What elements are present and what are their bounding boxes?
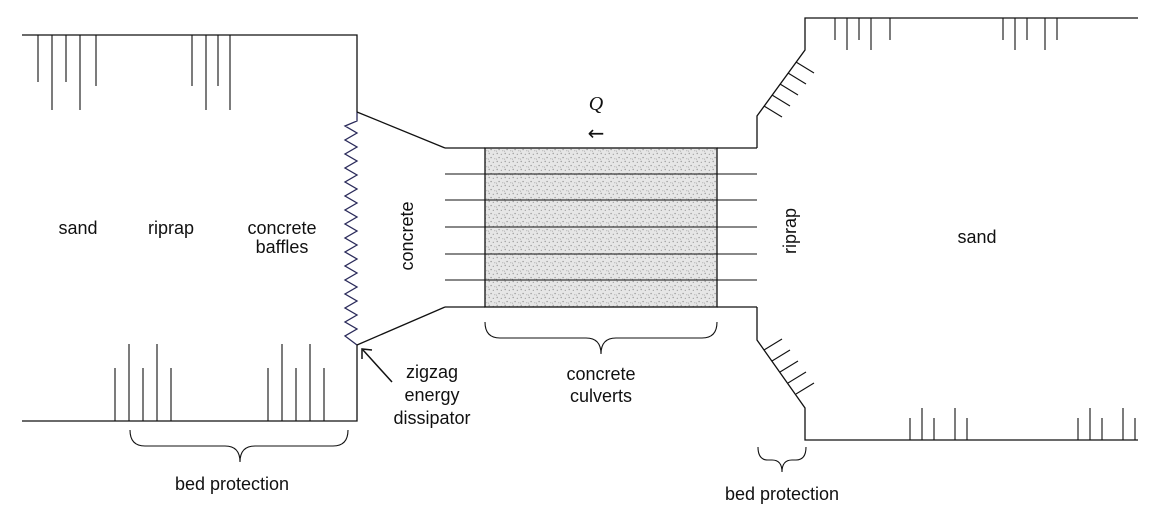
right-lower-hatch bbox=[909, 408, 1136, 440]
right-upper-slope-hatch bbox=[763, 61, 815, 118]
left-upper-hatch bbox=[37, 35, 231, 110]
brace-left-bed-protection bbox=[129, 429, 349, 463]
label-riprap-vertical: riprap bbox=[780, 208, 800, 254]
brace-right-bed-protection bbox=[757, 446, 807, 473]
left-lower-hatch bbox=[114, 344, 325, 421]
label-dissipator-line3: dissipator bbox=[393, 408, 470, 428]
dissipator-pointer-arrow bbox=[361, 348, 393, 383]
left-upper-bank bbox=[22, 34, 358, 112]
label-sand-left: sand bbox=[58, 218, 97, 238]
label-culverts-line2: culverts bbox=[570, 386, 632, 406]
left-lower-bank bbox=[22, 345, 358, 422]
right-lower-slope-hatch bbox=[763, 338, 815, 395]
label-dissipator-line2: energy bbox=[404, 385, 459, 405]
label-culverts-line1: concrete bbox=[566, 364, 635, 384]
label-dissipator-line1: zigzag bbox=[406, 362, 458, 382]
zigzag-dissipator bbox=[343, 112, 359, 346]
label-riprap-left: riprap bbox=[148, 218, 194, 238]
brace-culverts bbox=[484, 321, 718, 355]
label-baffles-line2: baffles bbox=[256, 237, 309, 257]
label-baffles-line1: concrete bbox=[247, 218, 316, 238]
right-transition bbox=[717, 17, 1138, 441]
culvert-barrel-lines bbox=[445, 173, 757, 281]
label-sand-right: sand bbox=[957, 227, 996, 247]
label-flow-symbol: Q bbox=[589, 93, 604, 115]
label-bed-protection-right: bed protection bbox=[725, 484, 839, 504]
flow-direction-arrow: ← bbox=[588, 121, 605, 145]
right-upper-hatch bbox=[834, 18, 1058, 50]
left-transition-walls bbox=[356, 111, 485, 346]
label-concrete-vertical: concrete bbox=[397, 201, 417, 270]
label-bed-protection-left: bed protection bbox=[175, 474, 289, 494]
